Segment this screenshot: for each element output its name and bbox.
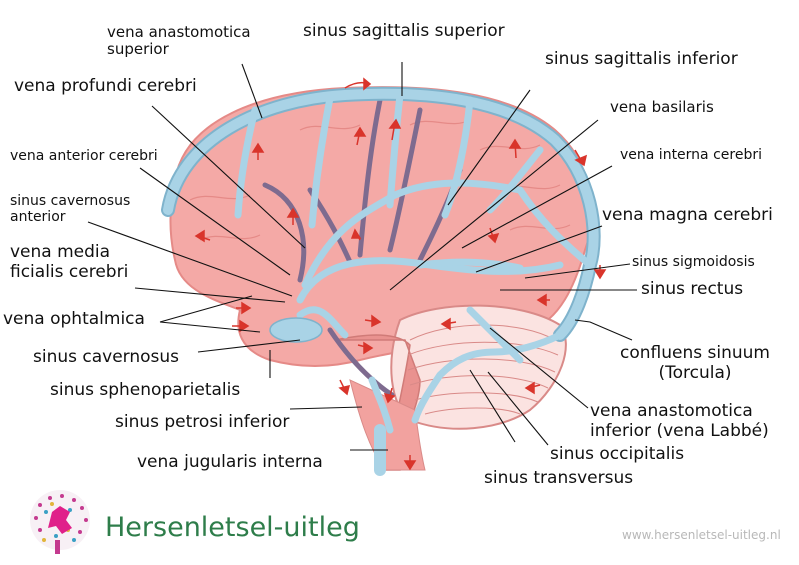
leader-vena-magna-cerebri bbox=[475, 225, 603, 273]
leader-sinus-cavernosus-anterior bbox=[87, 221, 293, 297]
leader-vena-ophtalmica-2 bbox=[159, 321, 261, 333]
cavernous-sinus-vessel bbox=[269, 317, 323, 343]
label-sinus-petrosi-inferior: sinus petrosi inferior bbox=[115, 412, 290, 432]
leader-sinus-sagittalis-inferior bbox=[447, 89, 531, 206]
leader-vena-anastomotica-superior bbox=[241, 63, 263, 119]
leader-confluens-sinuum bbox=[574, 319, 633, 341]
label-line: vena media bbox=[10, 242, 111, 262]
label-sinus-sagittalis-inferior: sinus sagittalis inferior bbox=[545, 49, 738, 69]
leader-vena-anterior-cerebri bbox=[139, 167, 291, 276]
brand-logo bbox=[30, 490, 90, 554]
label-line: superior bbox=[107, 40, 169, 59]
leader-lines bbox=[87, 62, 637, 451]
label-line: sinus cavernosus bbox=[10, 193, 131, 209]
label-vena-media-ficialis-cerebri: vena media ficialis cerebri bbox=[10, 242, 129, 282]
label-vena-magna-cerebri: vena magna cerebri bbox=[602, 205, 773, 225]
brain-illustration bbox=[169, 86, 593, 471]
venous-sinuses bbox=[161, 86, 601, 476]
label-vena-anterior-cerebri: vena anterior cerebri bbox=[10, 148, 158, 164]
label-line: ficialis cerebri bbox=[10, 261, 129, 282]
label-vena-anastomotica-inferior: vena anastomotica inferior (vena Labbé) bbox=[590, 401, 769, 441]
label-line: confluens sinuum bbox=[620, 343, 770, 363]
label-sinus-sphenoparietalis: sinus sphenoparietalis bbox=[50, 380, 241, 400]
leader-sinus-cavernosus bbox=[197, 339, 301, 353]
leader-sinus-sigmoidosis bbox=[524, 263, 631, 279]
label-vena-profundi-cerebri: vena profundi cerebri bbox=[14, 76, 197, 96]
leader-vena-ophtalmica-1 bbox=[159, 295, 253, 323]
leader-vena-anastomotica-inferior bbox=[489, 327, 589, 409]
label-sinus-cavernosus: sinus cavernosus bbox=[33, 347, 180, 367]
leader-vena-basilaris bbox=[389, 119, 599, 291]
label-vena-ophtalmica: vena ophtalmica bbox=[3, 309, 145, 329]
leader-sinus-transversus bbox=[469, 369, 516, 443]
leader-sinus-petrosi-inferior bbox=[289, 406, 363, 410]
flow-arrows bbox=[194, 77, 607, 471]
label-sinus-occipitalis: sinus occipitalis bbox=[550, 444, 685, 464]
label-sinus-cavernosus-anterior: sinus cavernosus anterior bbox=[10, 193, 130, 225]
label-line: vena anastomotica bbox=[590, 401, 753, 421]
label-sinus-sagittalis-superior: sinus sagittalis superior bbox=[303, 21, 505, 41]
label-line: vena anastomotica bbox=[107, 23, 251, 41]
label-vena-jugularis-interna: vena jugularis interna bbox=[137, 452, 323, 472]
brand-url[interactable]: www.hersenletsel-uitleg.nl bbox=[622, 528, 781, 542]
brand-name: Hersenletsel-uitleg bbox=[105, 512, 360, 543]
label-line: inferior (vena Labbé) bbox=[590, 420, 769, 441]
leader-vena-interna-cerebri bbox=[461, 165, 613, 249]
label-vena-basilaris: vena basilaris bbox=[610, 98, 714, 116]
leader-vena-profundi-cerebri bbox=[151, 105, 306, 249]
label-line: anterior bbox=[10, 209, 66, 226]
leader-sinus-occipitalis bbox=[487, 371, 549, 446]
label-sinus-sigmoidosis: sinus sigmoidosis bbox=[632, 254, 755, 270]
label-sinus-rectus: sinus rectus bbox=[641, 279, 744, 299]
leader-vena-media-ficialis-cerebri bbox=[134, 287, 286, 303]
label-vena-anastomotica-superior: vena anastomotica superior bbox=[107, 23, 251, 59]
label-vena-interna-cerebri: vena interna cerebri bbox=[620, 147, 762, 163]
label-line: (Torcula) bbox=[658, 362, 732, 383]
label-confluens-sinuum: confluens sinuum (Torcula) bbox=[620, 343, 770, 383]
label-sinus-transversus: sinus transversus bbox=[484, 468, 634, 488]
